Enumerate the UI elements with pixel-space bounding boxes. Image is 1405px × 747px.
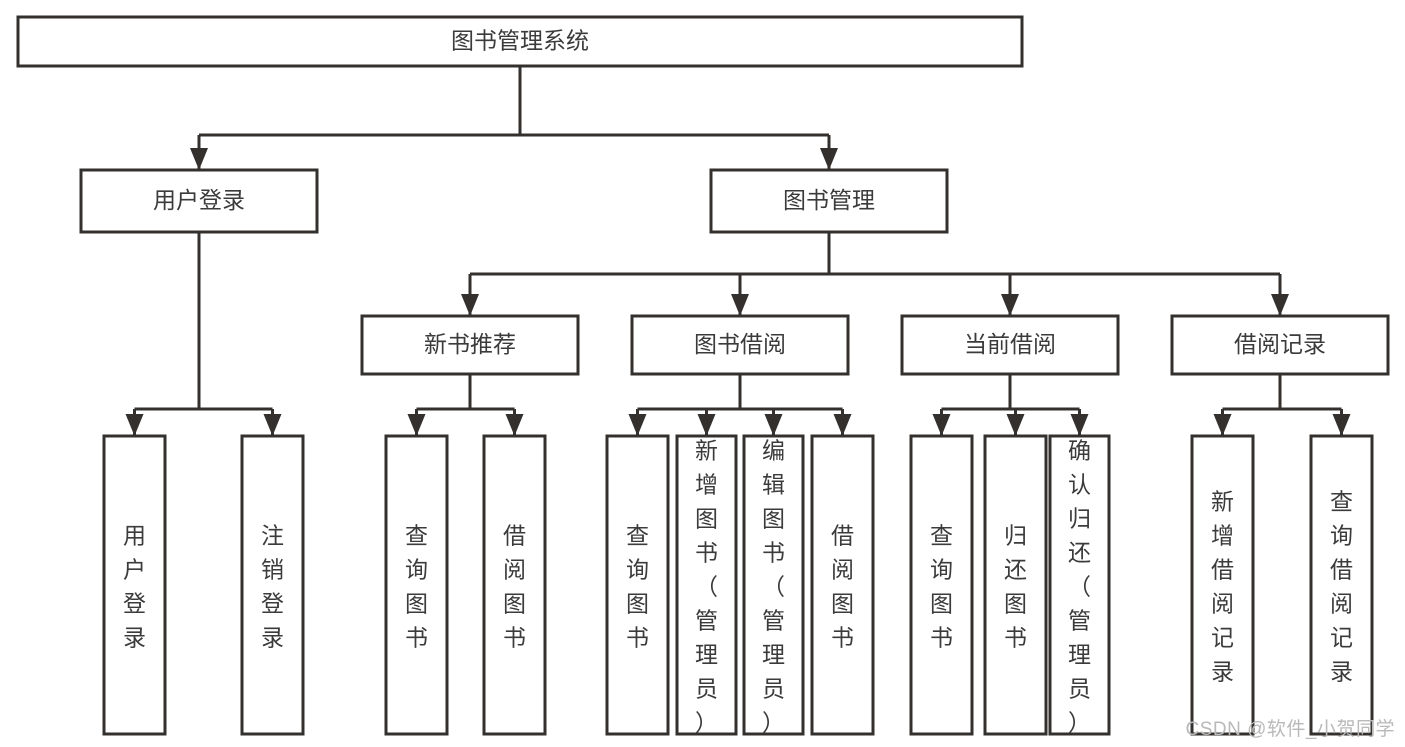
arrow-head-icon [461,294,479,316]
node-leaf-query-book-bor-rect[interactable] [605,434,670,736]
arrow-head-icon [764,414,783,436]
arrow-head-icon [697,414,716,436]
node-leaf-confirm-return[interactable]: 确认归还（管理员） [1048,434,1111,736]
node-leaf-borrow-book-bor-rect[interactable] [810,434,875,736]
node-book-manage-rect[interactable] [709,168,949,234]
arrow-head-icon [505,414,524,436]
arrow-head-icon [407,414,426,436]
node-leaf-edit-book[interactable]: 编辑图书（管理员） [742,434,805,736]
node-user-login-label: 用户登录 [153,187,245,213]
node-leaf-borrow-book-rec-label: 借阅图书 [503,523,526,651]
node-leaf-user-logout[interactable]: 注销登录 [240,434,305,736]
node-leaf-borrow-book-bor-label: 借阅图书 [831,523,854,651]
arrow-head-icon [1332,414,1351,436]
node-leaf-query-book-rec-rect[interactable] [384,434,449,736]
node-leaf-borrow-book-bor[interactable]: 借阅图书 [810,434,875,736]
node-root-label: 图书管理系统 [451,28,589,54]
node-new-book-rec-rect[interactable] [360,314,580,376]
node-leaf-user-login-label: 用户登录 [123,523,146,651]
node-leaf-query-record-rect[interactable] [1309,434,1374,736]
node-leaf-user-logout-rect[interactable] [240,434,305,736]
node-current-borrow[interactable]: 当前借阅 [900,314,1120,376]
node-leaf-add-book-label: 新增图书（管理员） [695,438,718,736]
node-leaf-borrow-book-rec-rect[interactable] [482,434,547,736]
node-leaf-add-book-rect[interactable] [675,434,738,736]
node-leaf-user-logout-label: 注销登录 [261,523,284,651]
arrow-head-icon [628,414,647,436]
node-book-borrow-label: 图书借阅 [694,331,786,357]
arrow-head-icon [1006,414,1025,436]
node-leaf-user-login[interactable]: 用户登录 [102,434,167,736]
node-borrow-record-label: 借阅记录 [1234,331,1326,357]
node-leaf-return-book[interactable]: 归还图书 [983,434,1048,736]
arrow-head-icon [833,414,852,436]
node-leaf-confirm-return-rect[interactable] [1048,434,1111,736]
node-leaf-edit-book-label: 编辑图书（管理员） [762,438,785,736]
node-book-manage[interactable]: 图书管理 [709,168,949,234]
node-borrow-record[interactable]: 借阅记录 [1170,314,1390,376]
node-leaf-query-book-cur-rect[interactable] [909,434,974,736]
node-leaf-query-book-bor-label: 查询图书 [626,523,649,651]
node-current-borrow-label: 当前借阅 [964,331,1056,357]
box-layer: 图书管理系统用户登录图书管理新书推荐图书借阅当前借阅借阅记录用户登录注销登录查询… [16,15,1390,736]
arrow-head-icon [1001,294,1019,316]
arrow-head-icon [932,414,951,436]
node-leaf-edit-book-rect[interactable] [742,434,805,736]
node-leaf-confirm-return-label: 确认归还（管理员） [1068,438,1091,736]
node-leaf-borrow-book-rec[interactable]: 借阅图书 [482,434,547,736]
node-leaf-user-login-rect[interactable] [102,434,167,736]
node-leaf-query-record[interactable]: 查询借阅记录 [1309,434,1374,736]
node-current-borrow-rect[interactable] [900,314,1120,376]
node-borrow-record-rect[interactable] [1170,314,1390,376]
arrow-head-icon [263,414,282,436]
node-user-login-rect[interactable] [79,168,319,234]
node-book-manage-label: 图书管理 [783,187,875,213]
arrow-head-icon [820,148,838,170]
node-leaf-query-record-label: 查询借阅记录 [1330,489,1353,685]
node-leaf-query-book-bor[interactable]: 查询图书 [605,434,670,736]
node-leaf-add-record-label: 新增借阅记录 [1211,489,1234,685]
node-leaf-add-record[interactable]: 新增借阅记录 [1190,434,1255,736]
node-leaf-add-record-rect[interactable] [1190,434,1255,736]
node-leaf-query-book-rec[interactable]: 查询图书 [384,434,449,736]
node-user-login[interactable]: 用户登录 [79,168,319,234]
node-root-rect[interactable] [16,15,1024,68]
node-leaf-add-book[interactable]: 新增图书（管理员） [675,434,738,736]
arrow-head-icon [1070,414,1089,436]
arrow-head-icon [190,148,208,170]
arrow-head-icon [731,294,749,316]
node-book-borrow[interactable]: 图书借阅 [630,314,850,376]
node-new-book-rec[interactable]: 新书推荐 [360,314,580,376]
arrow-head-icon [125,414,144,436]
arrow-head-icon [1271,294,1289,316]
node-leaf-return-book-label: 归还图书 [1004,523,1027,651]
node-root[interactable]: 图书管理系统 [16,15,1024,68]
arrow-head-icon [1213,414,1232,436]
node-book-borrow-rect[interactable] [630,314,850,376]
node-leaf-return-book-rect[interactable] [983,434,1048,736]
connector-layer [125,66,1351,436]
node-leaf-query-book-cur-label: 查询图书 [930,523,953,651]
node-new-book-rec-label: 新书推荐 [424,331,516,357]
node-leaf-query-book-rec-label: 查询图书 [405,523,428,651]
node-leaf-query-book-cur[interactable]: 查询图书 [909,434,974,736]
